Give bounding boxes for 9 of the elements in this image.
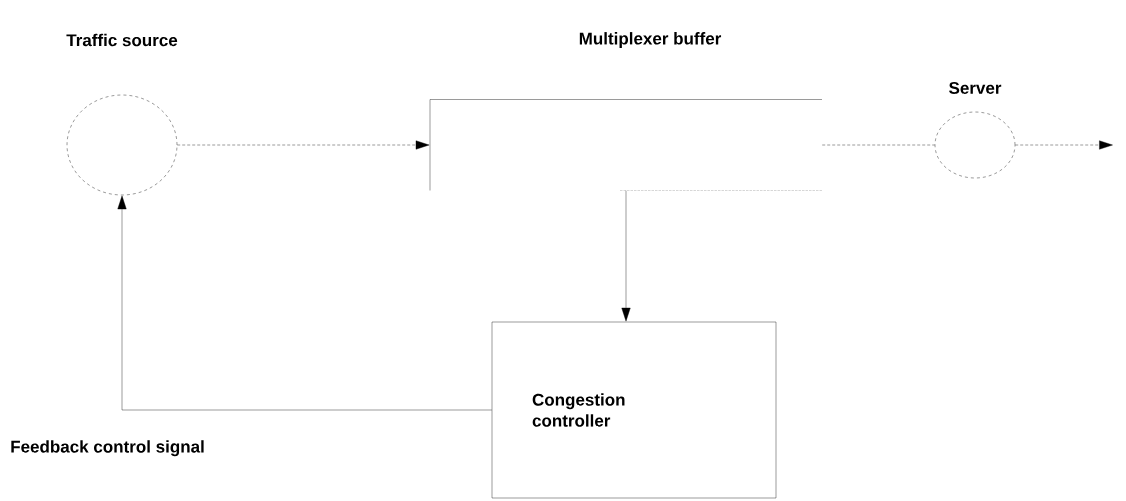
arrow <box>621 190 631 322</box>
node-heading: Multiplexer buffer <box>579 32 722 48</box>
node-heading: Server <box>949 82 1002 95</box>
process-box: Congestion controller <box>491 321 777 499</box>
arrow <box>177 140 430 150</box>
node-heading: Traffic source <box>66 33 178 47</box>
arrow <box>117 195 492 411</box>
arrow <box>1015 140 1113 150</box>
edge-label: Feedback control signal <box>8 438 207 459</box>
